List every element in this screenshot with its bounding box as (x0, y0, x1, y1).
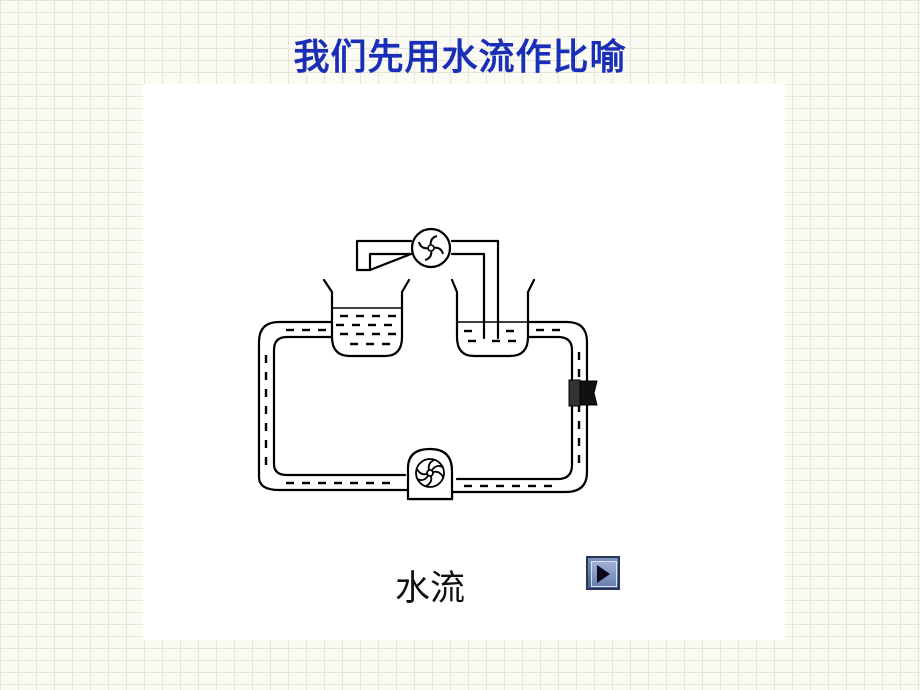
pump-icon (406, 447, 454, 501)
right-container (450, 278, 536, 358)
diagram-caption: 水流 (395, 569, 466, 609)
slide-title: 我们先用水流作比喻 (293, 37, 627, 78)
siphon-pipe (355, 239, 413, 272)
play-icon (597, 565, 610, 583)
figure-panel (143, 84, 785, 640)
valve-icon (568, 379, 598, 407)
turbine-icon (410, 227, 452, 269)
play-button[interactable] (586, 556, 620, 590)
left-container (322, 278, 411, 358)
pipe-inner-wall (272, 335, 574, 481)
